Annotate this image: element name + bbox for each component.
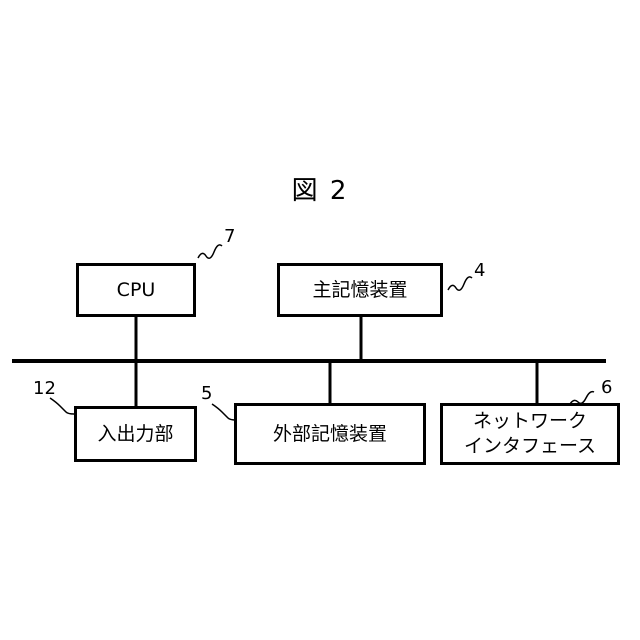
main-memory-ref-leader <box>448 277 472 290</box>
external-storage-ref-number: 5 <box>201 383 212 404</box>
network-label-line1: ネットワーク <box>473 409 587 434</box>
cpu-box: CPU <box>76 263 196 317</box>
network-label-line2: インタフェース <box>464 434 596 459</box>
external-storage-label: 外部記憶装置 <box>273 422 387 447</box>
main-memory-label: 主記憶装置 <box>312 278 407 303</box>
main-memory-ref-number: 4 <box>474 260 485 281</box>
io-box: 入出力部 <box>74 406 197 462</box>
cpu-label: CPU <box>117 278 156 303</box>
io-ref-number: 12 <box>33 378 56 399</box>
cpu-ref-number: 7 <box>224 226 235 247</box>
network-ref-number: 6 <box>601 377 612 398</box>
cpu-ref-leader <box>198 245 222 258</box>
main-memory-box: 主記憶装置 <box>277 263 443 317</box>
io-label: 入出力部 <box>97 422 173 447</box>
io-ref-leader <box>50 398 74 414</box>
network-interface-box: ネットワーク インタフェース <box>440 403 620 465</box>
external-storage-ref-leader <box>212 404 236 420</box>
external-storage-box: 外部記憶装置 <box>234 403 426 465</box>
